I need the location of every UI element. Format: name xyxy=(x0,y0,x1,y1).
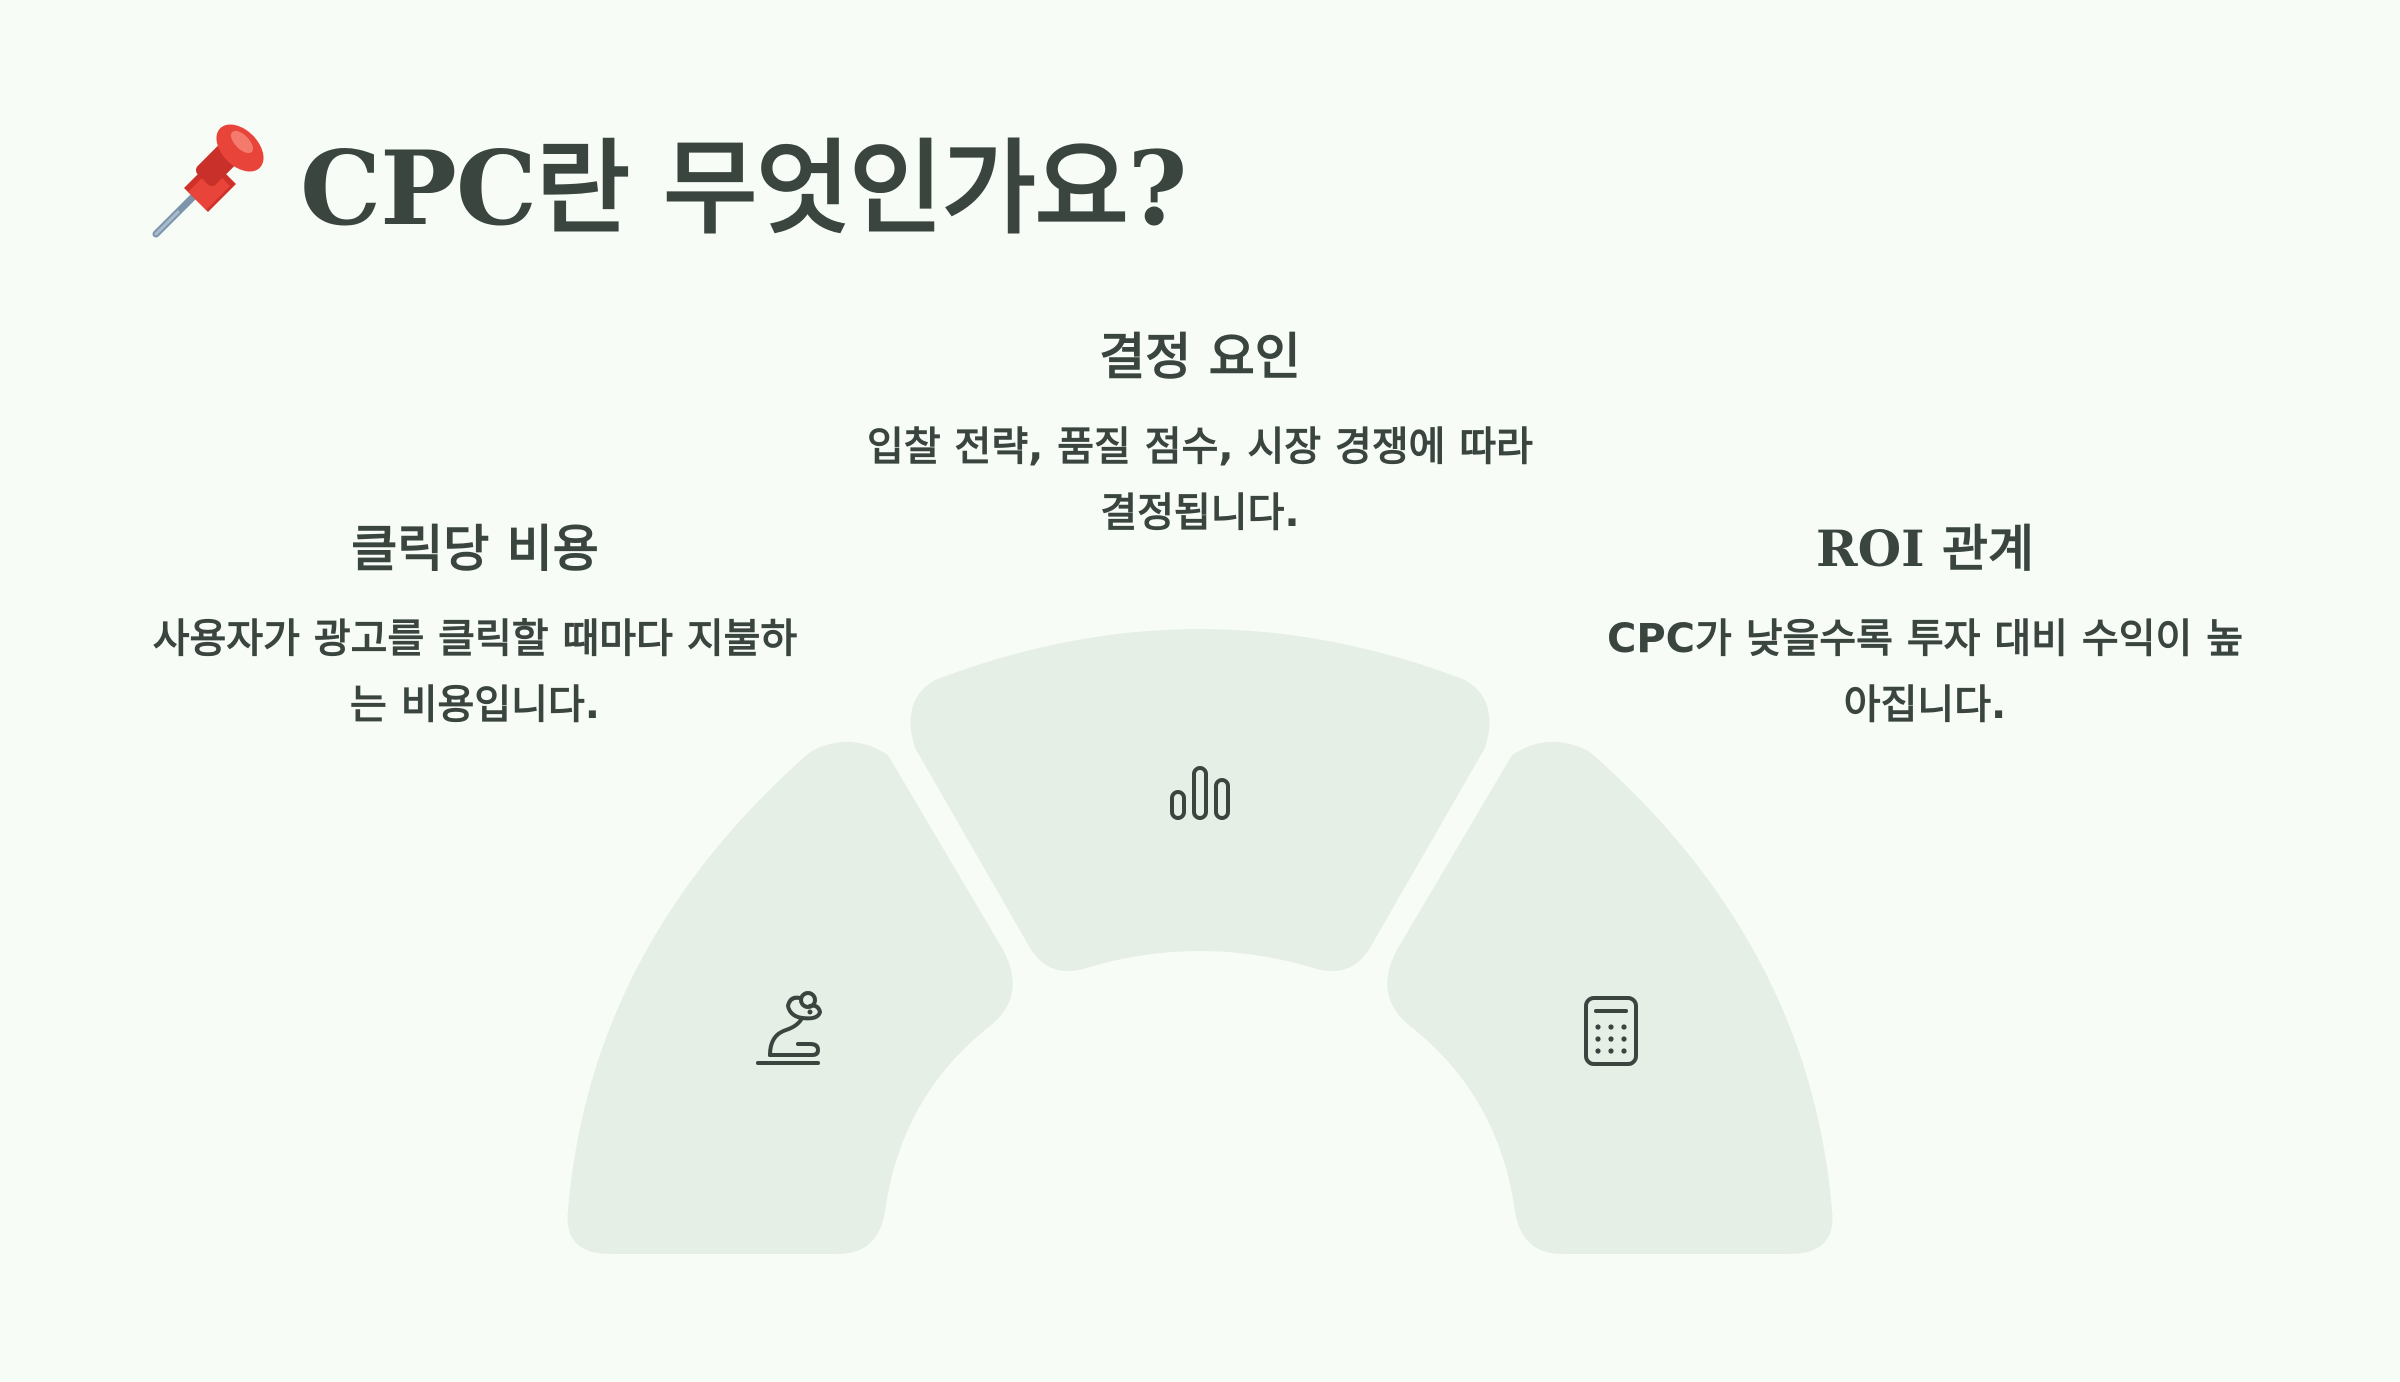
title-text: CPC란 무엇인가요? xyxy=(300,128,1187,249)
label-description: CPC가 낮을수록 투자 대비 수익이 높아집니다. xyxy=(1606,616,2244,728)
calculator-icon xyxy=(1584,996,1638,1066)
label-roi-relation: ROI 관계 CPC가 낮을수록 투자 대비 수익이 높아집니다. xyxy=(1605,518,2245,738)
mouse-icon xyxy=(756,991,822,1065)
page-title: CPC란 무엇인가요? xyxy=(148,100,1187,260)
label-description: 입찰 전략, 품질 점수, 시장 경쟁에 따라 결정됩니다. xyxy=(867,424,1533,536)
segment-determining-factors[interactable] xyxy=(910,629,1490,972)
label-title: 클릭당 비용 xyxy=(351,520,599,578)
pushpin-icon xyxy=(152,124,264,238)
bar-chart-icon xyxy=(1170,766,1230,820)
label-cost-per-click: 클릭당 비용 사용자가 광고를 클릭할 때마다 지불하는 비용입니다. xyxy=(150,518,800,738)
label-title: ROI 관계 xyxy=(1816,519,2034,578)
label-description: 사용자가 광고를 클릭할 때마다 지불하는 비용입니다. xyxy=(152,616,798,728)
label-title: 결정 요인 xyxy=(1099,328,1301,386)
label-determining-factors: 결정 요인 입찰 전략, 품질 점수, 시장 경쟁에 따라 결정됩니다. xyxy=(860,326,1540,546)
